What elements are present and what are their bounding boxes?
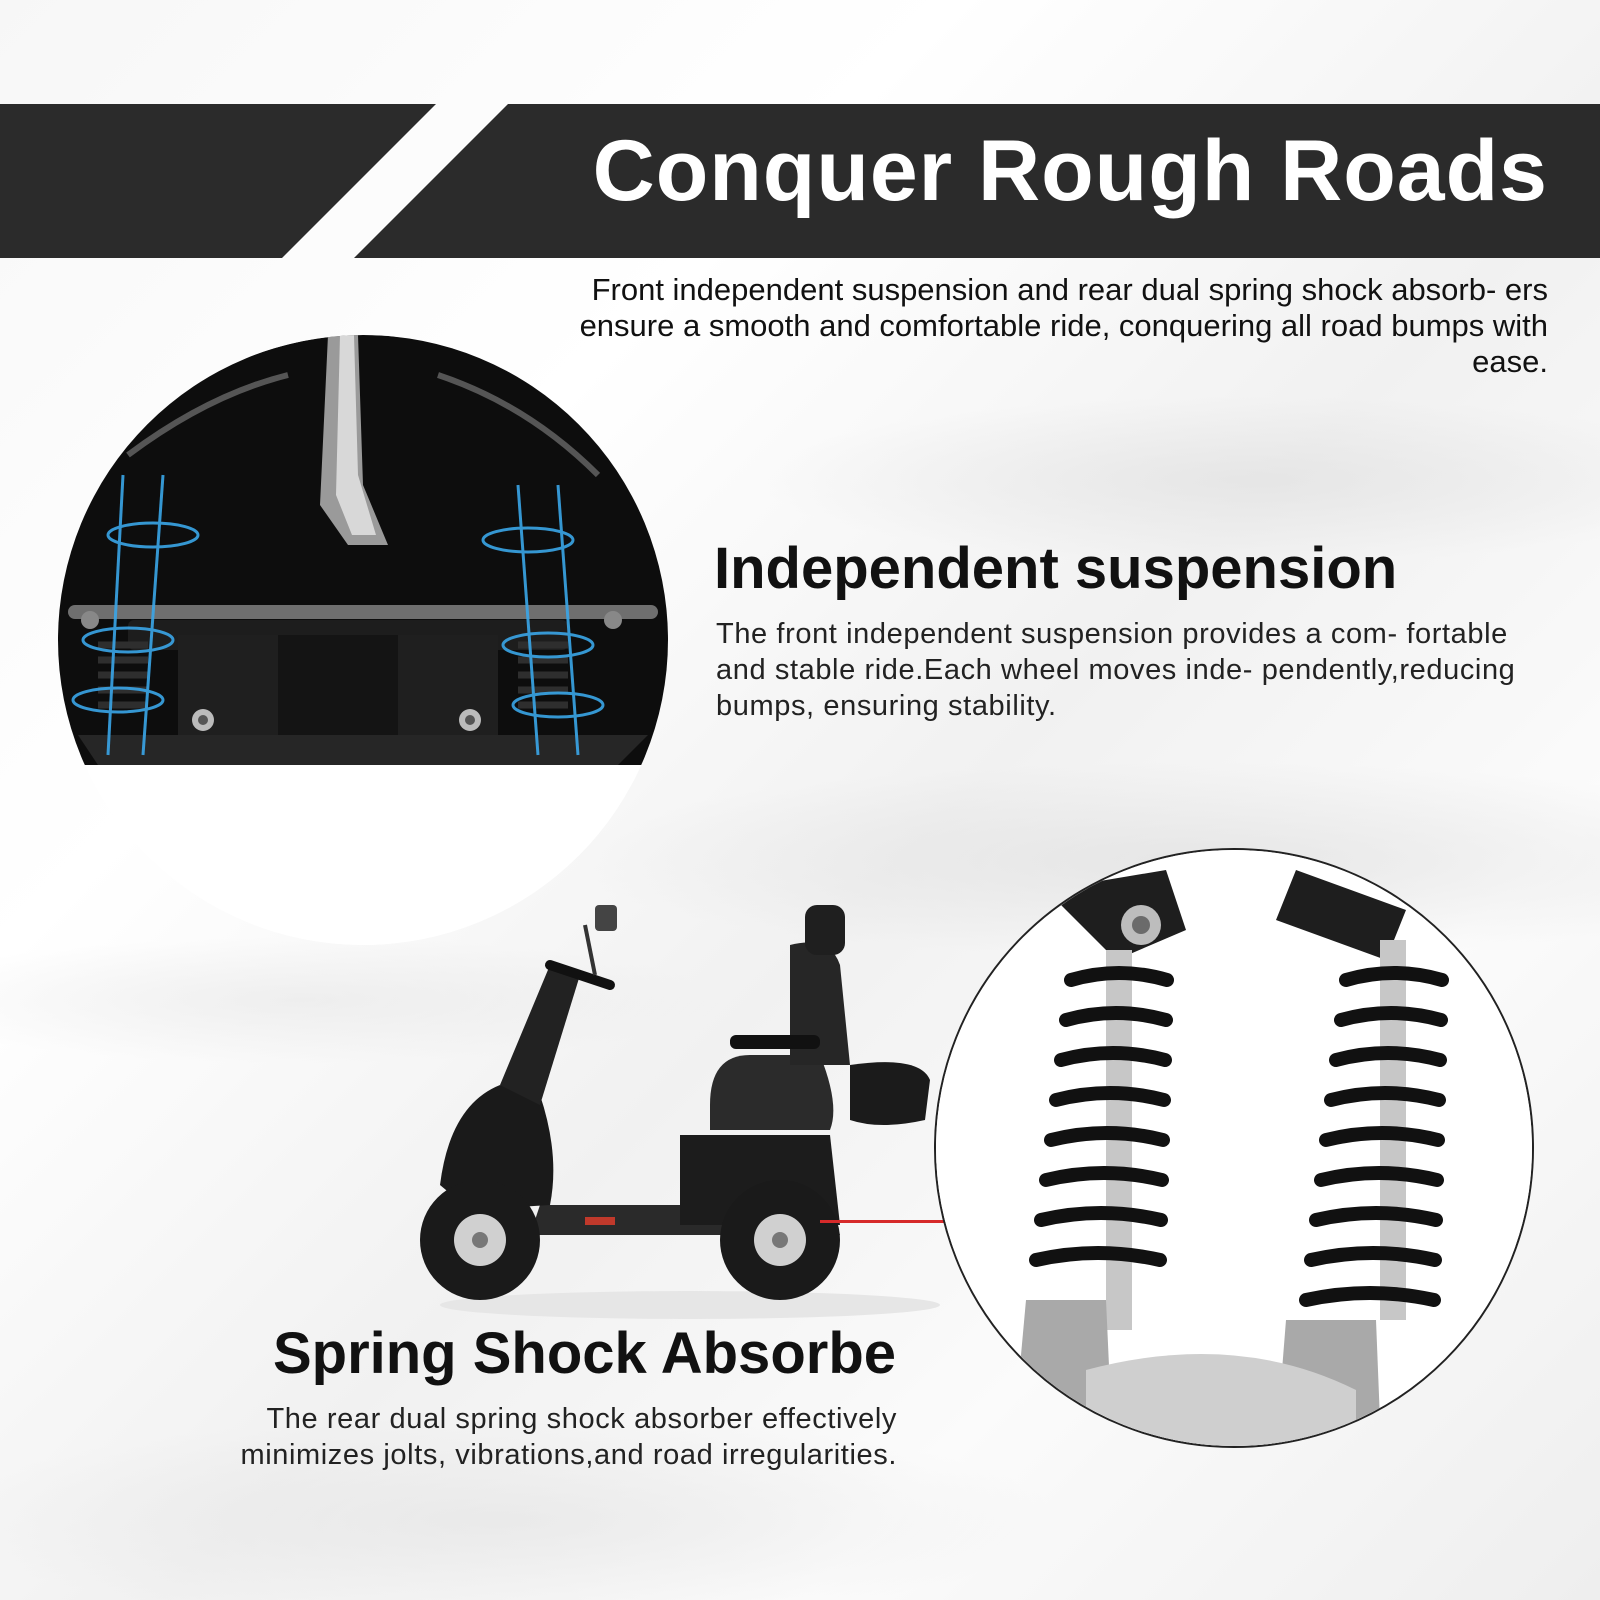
front-suspension-image xyxy=(58,335,668,945)
rear-shock-absorber-image xyxy=(934,848,1534,1448)
header-banner: Conquer Rough Roads xyxy=(0,0,1600,280)
intro-text: Front independent suspension and rear du… xyxy=(579,272,1548,379)
spring-shock-absorber-text: The rear dual spring shock absorber effe… xyxy=(240,1403,897,1471)
independent-suspension-title: Independent suspension xyxy=(714,536,1398,601)
banner-shape xyxy=(0,104,1600,258)
pointer-line xyxy=(820,1220,990,1223)
spring-shock-absorber-title: Spring Shock Absorbe xyxy=(272,1321,896,1386)
scooter-image xyxy=(410,905,970,1325)
page-title: Conquer Rough Roads xyxy=(592,123,1548,219)
independent-suspension-text: The front independent suspension provide… xyxy=(716,618,1516,722)
